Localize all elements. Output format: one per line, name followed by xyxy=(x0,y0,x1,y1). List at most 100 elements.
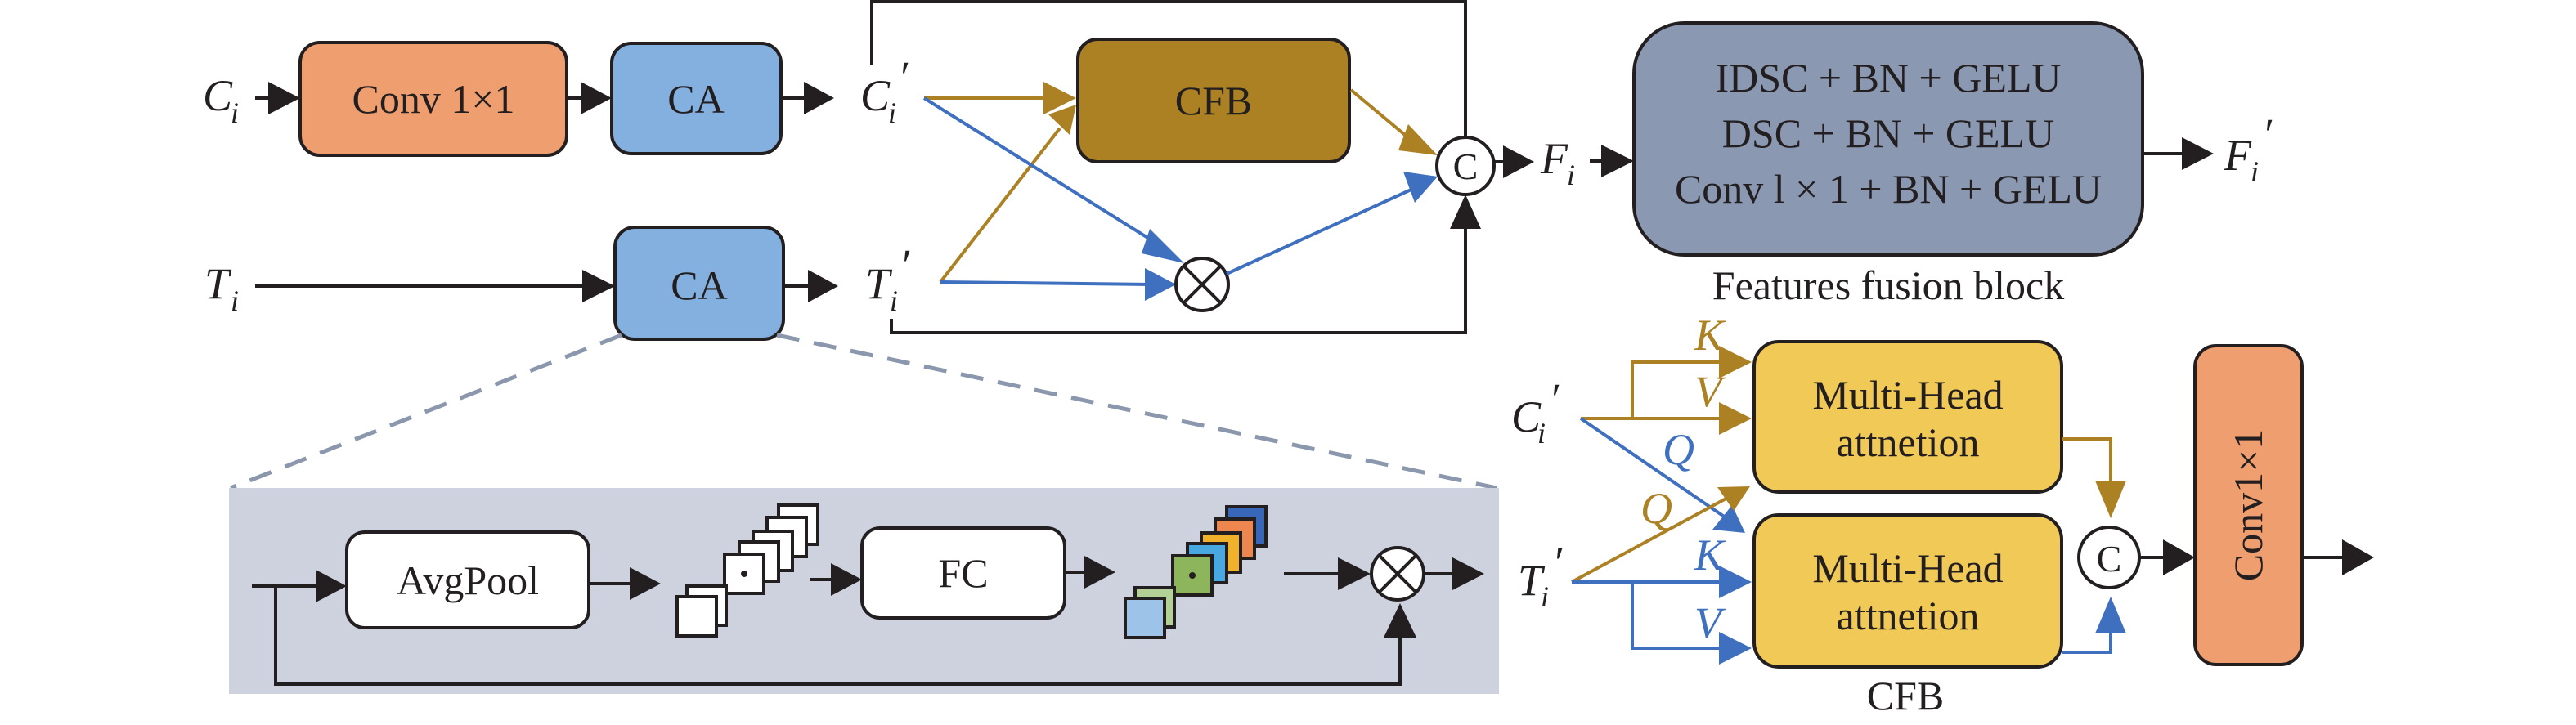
label-top-v: V xyxy=(1694,367,1726,416)
concat-node-cfb: C xyxy=(2077,526,2141,589)
mha-block-top: Multi-Head attnetion xyxy=(1752,340,2063,494)
ci-prime-base: C xyxy=(860,71,891,120)
arrow-multiply-to-output xyxy=(1424,557,1484,590)
conv1x1-label: Conv 1×1 xyxy=(352,76,514,122)
skip-loop-top xyxy=(870,0,1467,137)
arrow-conv-output xyxy=(2302,539,2374,575)
concat-label-cfb: C xyxy=(2097,538,2122,580)
arrowhead xyxy=(316,570,347,602)
arrowhead xyxy=(1043,82,1076,114)
label-bottom-v: V xyxy=(1694,598,1726,647)
ti-prime-mark: ′ xyxy=(900,240,910,289)
arrowhead xyxy=(582,270,615,302)
concat-node-top: C xyxy=(1435,136,1496,196)
arrow-concat-to-fi xyxy=(1494,145,1534,178)
multiply-node-ca xyxy=(1370,546,1425,602)
fc-label: FC xyxy=(938,550,988,596)
ci-prime-sub: i xyxy=(888,96,896,129)
concat-label-top: C xyxy=(1453,145,1479,187)
arrow-ca-to-tprime xyxy=(783,270,838,302)
arrowhead xyxy=(581,82,612,114)
arrow-stack-to-multiply xyxy=(1284,557,1371,590)
blue-arrow-tprime-to-multiply xyxy=(940,268,1176,301)
ca-block-top: CA xyxy=(610,42,783,155)
blue-arrow-multiply-to-concat xyxy=(1226,172,1438,275)
cfb-ci-prime-sub: i xyxy=(1537,417,1546,450)
ca-detail-input-arrow xyxy=(252,570,347,602)
feature-map-square xyxy=(1124,597,1166,639)
mha-bottom-line2: attnetion xyxy=(1837,593,1980,638)
arrowhead-gold-k xyxy=(1719,346,1752,378)
arrowhead xyxy=(268,82,300,114)
gold-arrow-cfb-to-concat xyxy=(1349,88,1438,155)
conv1x1-block: Conv 1×1 xyxy=(298,41,568,157)
cfb-ci-prime-base: C xyxy=(1511,392,1542,441)
ca-box-bottom xyxy=(613,226,785,341)
gold-q-cross xyxy=(1571,494,1733,584)
arrow-concat-to-conv xyxy=(2139,539,2195,575)
cfb-caption: CFB xyxy=(1867,673,1945,718)
pooled-feature-stack xyxy=(675,503,819,638)
fi-prime-sub: i xyxy=(2251,155,2259,188)
label-top-k: K xyxy=(1694,311,1726,360)
center-dot xyxy=(1189,572,1196,579)
cfb-ti-prime-sub: i xyxy=(1541,580,1549,613)
cfb-label: CFB xyxy=(1175,78,1253,123)
ffb-line-3: Conv l × 1 + BN + GELU xyxy=(1675,166,2102,212)
ffb-line-1: IDSC + BN + GELU xyxy=(1715,55,2061,101)
arrowhead xyxy=(1338,557,1371,590)
ffb-caption: Features fusion block xyxy=(1712,262,2064,308)
arrowhead xyxy=(1452,557,1484,590)
cfb-ci-prime-mark: ′ xyxy=(1549,374,1560,423)
arrow-fc-to-stack xyxy=(1065,556,1115,589)
ti-prime-label: T i ′ xyxy=(865,240,910,317)
label-cross-q-gold: Q xyxy=(1640,484,1672,533)
mha-box-bottom xyxy=(1752,513,2063,669)
zoom-guide-right xyxy=(776,333,1497,490)
blue-q-cross xyxy=(1579,417,1735,525)
avgpool-box xyxy=(345,530,590,629)
arrowhead xyxy=(1398,124,1438,155)
arrow-fi-to-ffb xyxy=(1590,145,1634,177)
ti-sub: i xyxy=(231,284,239,317)
arrowhead xyxy=(831,563,862,596)
fi-label: F i xyxy=(1540,134,1575,191)
fi-base: F xyxy=(1540,134,1568,183)
arrowhead-gold-q xyxy=(1717,486,1750,511)
cfb-ti-prime-label: T i ′ xyxy=(1518,538,1563,613)
arrowhead-blue-k xyxy=(1719,566,1752,598)
arrowhead-gold-concat xyxy=(2095,481,2126,518)
cfb-conv1x1-box xyxy=(2193,344,2304,666)
ca-block-bottom: CA xyxy=(613,226,785,341)
arrowhead xyxy=(808,270,838,302)
avgpool-block: AvgPool xyxy=(345,530,590,629)
mha-block-bottom: Multi-Head attnetion xyxy=(1752,513,2063,669)
cfb-ci-prime-label: C i ′ xyxy=(1511,374,1560,450)
ti-prime-base: T xyxy=(865,259,893,308)
arrowhead xyxy=(1145,268,1176,301)
ca-label-bottom: CA xyxy=(671,262,727,308)
ci-prime-label: C i ′ xyxy=(860,52,909,129)
gold-arrow-cprime-to-cfb xyxy=(924,82,1076,114)
ci-sub: i xyxy=(231,96,239,129)
cfb-conv1x1-label: Conv1×1 xyxy=(2225,429,2271,582)
gold-k-branch xyxy=(1631,360,1721,418)
ti-prime-sub: i xyxy=(890,284,898,317)
ti-input-label: T i xyxy=(204,259,239,317)
label-cross-q-blue: Q xyxy=(1663,425,1694,474)
arrowhead xyxy=(1403,172,1438,203)
features-fusion-block: IDSC + BN + GELU DSC + BN + GELU Conv l … xyxy=(1632,21,2144,257)
arrowhead xyxy=(630,567,661,600)
arrow-ffb-to-output xyxy=(2143,137,2214,170)
arrow-ca-to-cprime xyxy=(781,82,834,114)
fi-prime-mark: ′ xyxy=(2262,110,2273,159)
mha-top-line1: Multi-Head xyxy=(1812,372,2003,418)
arrowhead xyxy=(2163,539,2195,575)
blue-v-branch xyxy=(1631,582,1721,650)
mha-top-line2: attnetion xyxy=(1837,419,1980,465)
arrowhead xyxy=(1048,105,1076,135)
ffb-box xyxy=(1632,21,2144,257)
arrowhead xyxy=(2182,137,2214,170)
gold-mha-to-concat xyxy=(2062,437,2112,490)
